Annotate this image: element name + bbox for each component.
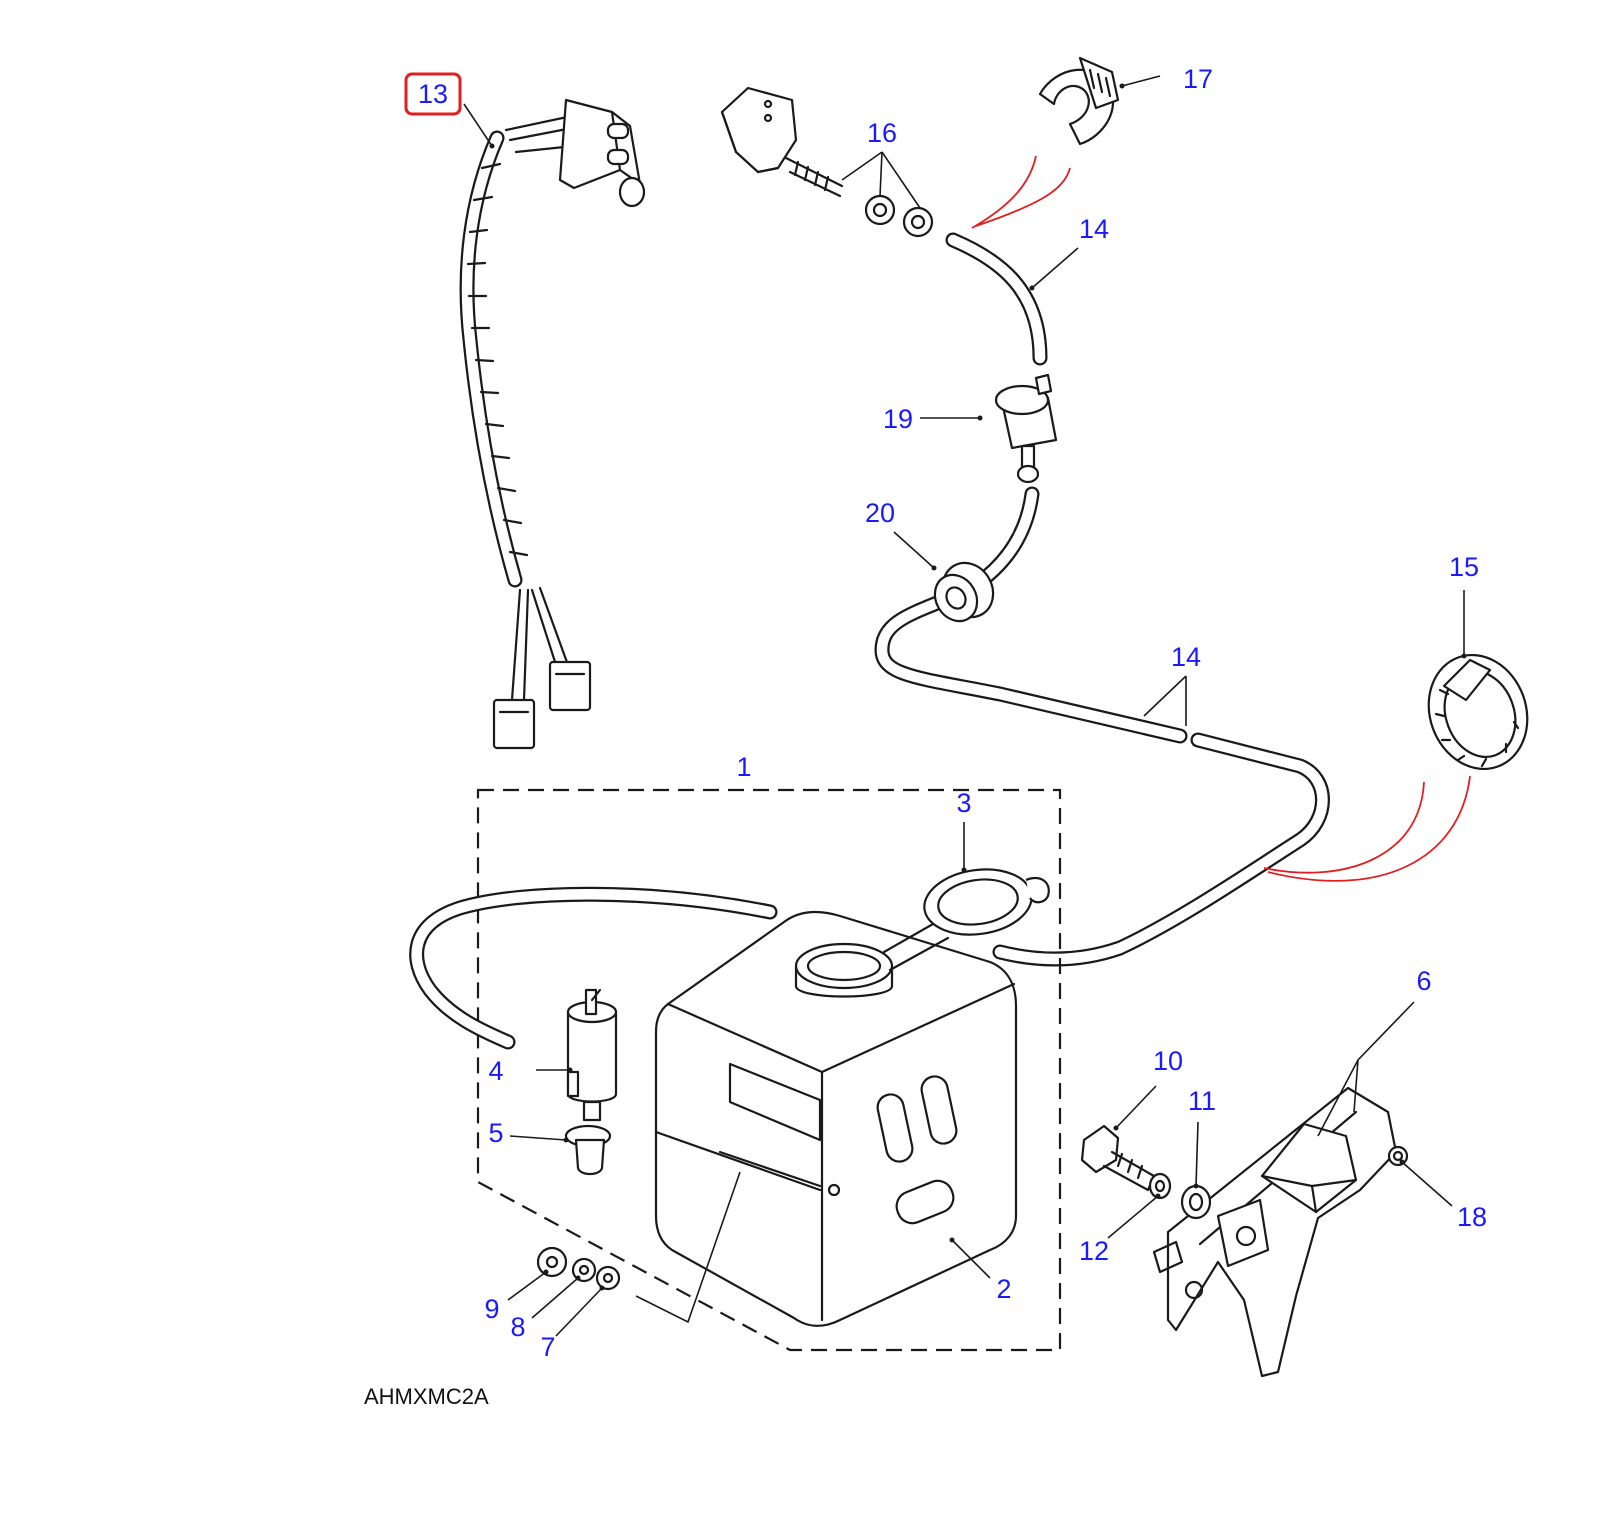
callout-5[interactable]: 5 bbox=[488, 1118, 503, 1148]
pump-grommet-part-5[interactable] bbox=[564, 1124, 612, 1176]
nut-part-18[interactable] bbox=[1387, 1145, 1409, 1167]
nut-part-9[interactable] bbox=[536, 1246, 568, 1278]
hose-clip-part-17[interactable] bbox=[1038, 56, 1120, 146]
selected-callout-highlight bbox=[404, 72, 462, 116]
grommet-part-20[interactable] bbox=[927, 554, 1003, 629]
callout-6[interactable]: 6 bbox=[1416, 966, 1431, 996]
callout-15[interactable]: 15 bbox=[1449, 552, 1479, 582]
callout-14-lower[interactable]: 14 bbox=[1171, 642, 1201, 672]
leader-lines bbox=[463, 75, 1467, 1337]
callout-3[interactable]: 3 bbox=[956, 788, 971, 818]
callout-9[interactable]: 9 bbox=[484, 1294, 499, 1324]
callout-2[interactable]: 2 bbox=[996, 1274, 1011, 1304]
callout-16[interactable]: 16 bbox=[867, 118, 897, 148]
callout-20[interactable]: 20 bbox=[865, 498, 895, 528]
washer-hose-upper-part-14[interactable] bbox=[945, 232, 1048, 366]
washer-reservoir-part-2[interactable] bbox=[654, 910, 1018, 1327]
callout-8[interactable]: 8 bbox=[510, 1312, 525, 1342]
callout-17[interactable]: 17 bbox=[1183, 64, 1213, 94]
washer-part-12[interactable] bbox=[1148, 1172, 1172, 1200]
callout-19[interactable]: 19 bbox=[883, 404, 913, 434]
mounting-bracket-part-6[interactable] bbox=[1152, 1086, 1398, 1378]
washer-part-11[interactable] bbox=[1180, 1184, 1212, 1220]
callout-18[interactable]: 18 bbox=[1457, 1202, 1487, 1232]
callout-labels: 13 16 17 14 19 20 14 15 1 3 4 5 6 10 11 … bbox=[418, 64, 1487, 1362]
callout-1[interactable]: 1 bbox=[736, 752, 751, 782]
callout-7[interactable]: 7 bbox=[540, 1332, 555, 1362]
tank-assembly-outline-part-1 bbox=[476, 788, 1062, 1352]
pump-hose[interactable] bbox=[409, 886, 778, 1050]
callout-11[interactable]: 11 bbox=[1188, 1086, 1216, 1116]
callout-12[interactable]: 12 bbox=[1079, 1236, 1109, 1266]
washer-part-8[interactable] bbox=[571, 1257, 597, 1283]
wiring-harness-part-13[interactable] bbox=[459, 98, 646, 750]
washer-hose-lower-part-14[interactable] bbox=[874, 486, 1330, 967]
washer-pump-part-4[interactable] bbox=[566, 988, 618, 1122]
callout-10[interactable]: 10 bbox=[1153, 1046, 1183, 1076]
filler-cap-part-3[interactable] bbox=[920, 863, 1050, 941]
callout-14-upper[interactable]: 14 bbox=[1079, 214, 1109, 244]
highlight-curves bbox=[971, 155, 1471, 882]
bolt-part-10[interactable] bbox=[1080, 1124, 1156, 1192]
non-return-valve-part-19[interactable] bbox=[994, 373, 1058, 484]
washer-jet-part-16[interactable] bbox=[720, 86, 934, 238]
callout-4[interactable]: 4 bbox=[488, 1056, 503, 1086]
diagram-reference-code: AHMXMC2A bbox=[364, 1384, 489, 1409]
hose-strap-part-15[interactable] bbox=[1413, 641, 1543, 783]
callout-13[interactable]: 13 bbox=[418, 79, 448, 109]
washer-part-7[interactable] bbox=[595, 1265, 621, 1291]
